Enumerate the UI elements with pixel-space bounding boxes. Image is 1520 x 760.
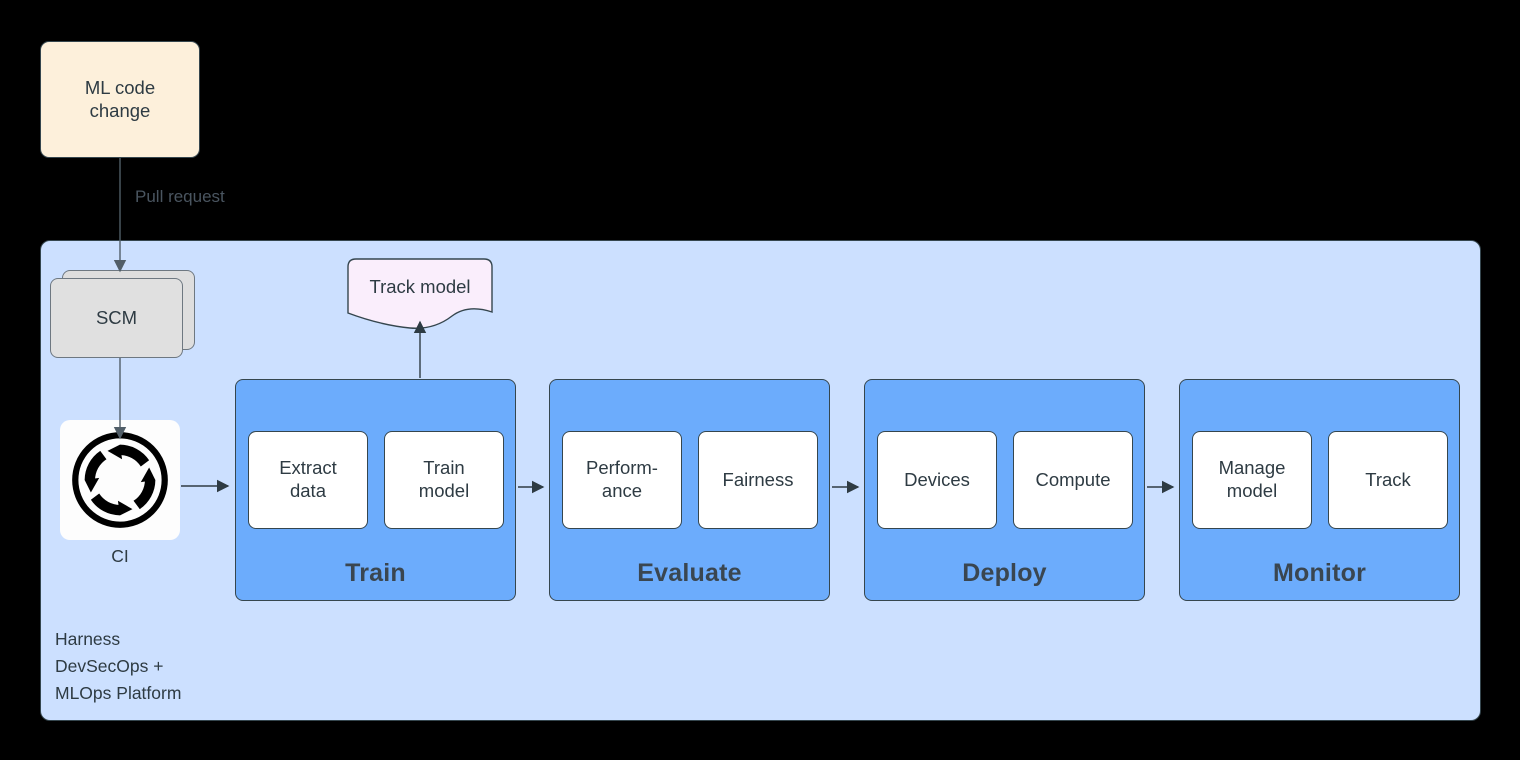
ml-code-change-node[interactable]: ML code change (40, 41, 200, 158)
stage-deploy-title: Deploy (962, 559, 1047, 587)
scm-stack-front-card: SCM (50, 278, 183, 358)
ci-label: CI (111, 546, 129, 566)
stage-train[interactable]: Extract data Train model Train (235, 379, 516, 601)
stage-evaluate[interactable]: Perform- ance Fairness Evaluate (549, 379, 830, 601)
stage-evaluate-title: Evaluate (637, 559, 742, 587)
continuous-integration-cycle-icon (72, 432, 168, 528)
stage-deploy[interactable]: Devices Compute Deploy (864, 379, 1145, 601)
ci-node[interactable] (60, 420, 180, 540)
step-track[interactable]: Track (1328, 431, 1448, 529)
platform-label: Harness DevSecOps + MLOps Platform (55, 629, 182, 704)
step-manage-model[interactable]: Manage model (1192, 431, 1312, 529)
track-model-note[interactable]: Track model (340, 258, 500, 330)
step-extract-data[interactable]: Extract data (248, 431, 368, 529)
ml-code-change-label: ML code change (84, 76, 156, 121)
step-devices[interactable]: Devices (877, 431, 997, 529)
stage-monitor-title: Monitor (1272, 559, 1367, 587)
step-train-model[interactable]: Train model (384, 431, 504, 529)
step-performance[interactable]: Perform- ance (562, 431, 682, 529)
document-note-shape (347, 258, 493, 329)
scm-node[interactable]: SCM (50, 270, 195, 358)
stage-monitor[interactable]: Manage model Track Monitor (1179, 379, 1460, 601)
step-fairness[interactable]: Fairness (698, 431, 818, 529)
pull-request-edge-label: Pull request (135, 187, 225, 206)
scm-label: SCM (95, 307, 138, 328)
step-compute[interactable]: Compute (1013, 431, 1133, 529)
track-model-label: Track model (369, 276, 471, 297)
stage-train-title: Train (345, 559, 406, 587)
